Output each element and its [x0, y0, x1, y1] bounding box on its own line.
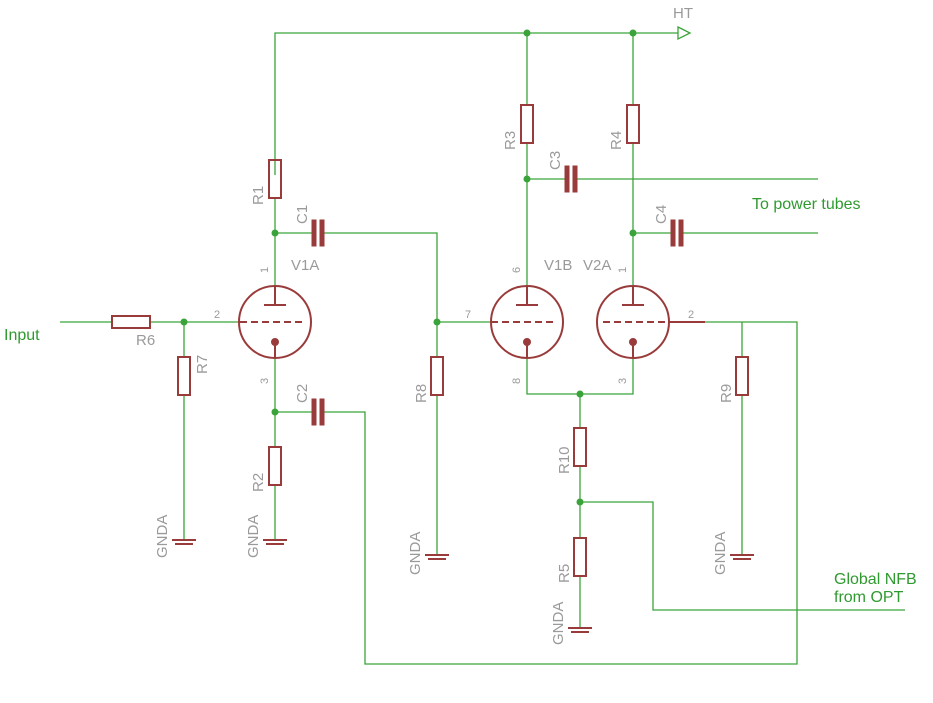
- gnda-label-r5: GNDA: [550, 602, 567, 645]
- capacitor-c2: [311, 398, 325, 426]
- to-power-tubes-label: To power tubes: [752, 196, 861, 213]
- tube-v1b: [490, 285, 564, 359]
- ht-rail-wire: [274, 32, 678, 175]
- component-labels: R1 R2 R3 R4 R5 R6 R7 R8 R9 R10 C1 C2 C3 …: [136, 131, 735, 645]
- ht-arrow: [677, 25, 692, 41]
- resistors: [111, 104, 749, 577]
- resistor-r2: [268, 446, 282, 486]
- r8-label: R8: [413, 384, 430, 403]
- pin-number: 1: [617, 267, 629, 273]
- resistor-r1: [268, 159, 282, 199]
- v1a-label: V1A: [291, 257, 319, 274]
- r5-label: R5: [556, 564, 573, 583]
- junction-dot: [629, 29, 637, 37]
- resistor-r3: [520, 104, 534, 144]
- global-nfb-wire: [580, 501, 905, 611]
- junctions: [180, 29, 637, 506]
- capacitors: [311, 165, 684, 426]
- resistor-r10: [573, 427, 587, 467]
- pin-numbers: 1 2 3 6 7 8 1 2 3: [214, 267, 694, 384]
- capacitor-c3: [564, 165, 578, 193]
- junction-dot: [576, 498, 584, 506]
- c1-to-v1b-grid-wire: [324, 232, 438, 322]
- input-label: Input: [4, 327, 40, 344]
- ground-symbols: [172, 539, 754, 633]
- pin-number: 6: [511, 267, 523, 273]
- gnda-label-r7: GNDA: [154, 515, 171, 558]
- junction-dot: [271, 229, 279, 237]
- r7-label: R7: [194, 355, 211, 374]
- ground-icon: [568, 627, 592, 633]
- r9-label: R9: [718, 384, 735, 403]
- from-opt-label: from OPT: [834, 589, 904, 606]
- resistor-r8: [430, 356, 444, 396]
- junction-dot: [629, 229, 637, 237]
- resistor-r5: [573, 537, 587, 577]
- pin-number: 1: [259, 267, 271, 273]
- c3-label: C3: [547, 151, 564, 170]
- pin-number: 2: [688, 309, 694, 321]
- gnda-label-r2: GNDA: [245, 515, 262, 558]
- junction-dot: [576, 390, 584, 398]
- capacitor-c1: [311, 219, 325, 247]
- pin-number: 7: [465, 309, 471, 321]
- wires: [60, 32, 905, 665]
- capacitor-c4: [670, 219, 684, 247]
- tube-v2a: [596, 285, 705, 359]
- tube-v1a: [238, 285, 312, 359]
- resistor-r6: [111, 315, 151, 329]
- pin-number: 3: [617, 378, 629, 384]
- resistor-r9: [735, 356, 749, 396]
- c1-label: C1: [294, 205, 311, 224]
- v2a-label: V2A: [583, 257, 611, 274]
- junction-dot: [433, 318, 441, 326]
- v1b-label: V1B: [544, 257, 572, 274]
- r10-label: R10: [556, 446, 573, 474]
- junction-dot: [271, 408, 279, 416]
- r2-label: R2: [250, 473, 267, 492]
- r3-label: R3: [502, 131, 519, 150]
- pin-number: 8: [511, 378, 523, 384]
- junction-dot: [180, 318, 188, 326]
- r6-label: R6: [136, 332, 155, 349]
- gnda-label-r9: GNDA: [712, 532, 729, 575]
- junction-dot: [523, 29, 531, 37]
- shared-cathode-wire: [526, 352, 634, 395]
- c2-label: C2: [294, 384, 311, 403]
- r1-label: R1: [250, 186, 267, 205]
- ground-icon: [425, 554, 449, 560]
- ht-label: HT: [673, 5, 693, 22]
- c4-label: C4: [653, 205, 670, 224]
- ground-icon: [172, 539, 196, 545]
- pin-number: 3: [259, 378, 271, 384]
- net-labels: HT Input To power tubes Global NFB from …: [4, 5, 917, 606]
- pin-number: 2: [214, 309, 220, 321]
- ground-icon: [263, 539, 287, 545]
- gnda-label-r8: GNDA: [407, 532, 424, 575]
- ground-icon: [730, 554, 754, 560]
- resistor-r7: [177, 356, 191, 396]
- c2-feedback-loop-wire: [324, 321, 798, 665]
- junction-dot: [523, 175, 531, 183]
- global-nfb-label: Global NFB: [834, 571, 917, 588]
- resistor-r4: [626, 104, 640, 144]
- r4-label: R4: [608, 131, 625, 150]
